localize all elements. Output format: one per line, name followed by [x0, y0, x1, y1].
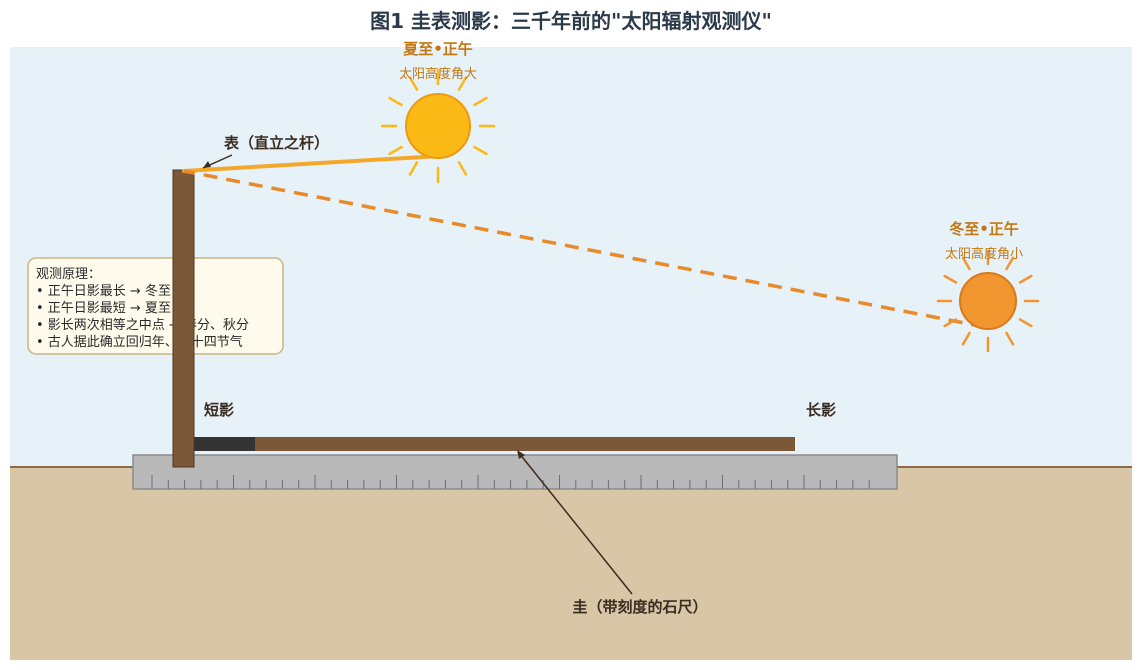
principle-note: 观测原理： • 正午日影最长 → 冬至 • 正午日影最短 → 夏至 • 影长两次…: [27, 257, 284, 355]
winter-sunray-line: [183, 169, 986, 329]
sun-ray: [457, 76, 468, 91]
sun-ray: [1018, 318, 1033, 328]
long-shadow-label: 长影: [806, 401, 836, 419]
summer-sun-subtitle: 太阳高度角大: [399, 66, 477, 82]
sun-ray: [408, 161, 419, 176]
short-shadow-label: 短影: [204, 401, 234, 419]
sun-ray: [457, 161, 468, 176]
long-shadow-bar: [184, 437, 795, 451]
summer-sun-icon: [380, 68, 496, 184]
sun-ray: [961, 331, 971, 346]
sun-ray: [408, 76, 419, 91]
page-title: 图1 圭表测影：三千年前的"太阳辐射观测仪": [370, 9, 772, 33]
sun-ray: [943, 318, 958, 328]
sun-ray: [1005, 256, 1015, 271]
winter-sun-icon: [936, 249, 1040, 353]
sun-ray: [943, 274, 958, 284]
gnomon-label: 表（直立之杆）: [224, 134, 329, 152]
ruler-ticks: [151, 475, 870, 489]
sun-ray: [473, 145, 488, 156]
sun-ray: [473, 96, 488, 107]
sun-ray: [961, 256, 971, 271]
principle-heading: 观测原理：: [36, 267, 101, 282]
winter-sun-title: 冬至•正午: [949, 220, 1019, 238]
ruler-pointer-line: [518, 452, 633, 595]
gnomon-pointer-arrowhead: [203, 161, 211, 168]
principle-line: • 正午日影最长 → 冬至: [36, 283, 171, 299]
principle-line: • 影长两次相等之中点 → 春分、秋分: [36, 317, 249, 333]
summer-sunray-line: [182, 154, 442, 173]
principle-note-box: [27, 257, 284, 355]
short-shadow-bar: [184, 437, 255, 451]
winter-sun-subtitle: 太阳高度角小: [945, 246, 1023, 262]
principle-line: • 正午日影最短 → 夏至: [36, 301, 171, 316]
ruler-pointer-arrowhead: [517, 450, 525, 459]
sun-ray: [1018, 274, 1033, 284]
sun-ray: [388, 96, 403, 107]
sun-ray: [388, 145, 403, 156]
summer-sun-title: 夏至•正午: [402, 40, 473, 58]
sky-background: [10, 47, 1132, 467]
gnomon-pole: [172, 169, 195, 468]
ground: [10, 467, 1132, 660]
principle-line: • 古人据此确立回归年、二十四节气: [36, 334, 243, 350]
ruler-label: 圭（带刻度的石尺）: [572, 598, 707, 616]
stone-ruler: [132, 454, 898, 490]
sun-ray: [1005, 331, 1015, 346]
